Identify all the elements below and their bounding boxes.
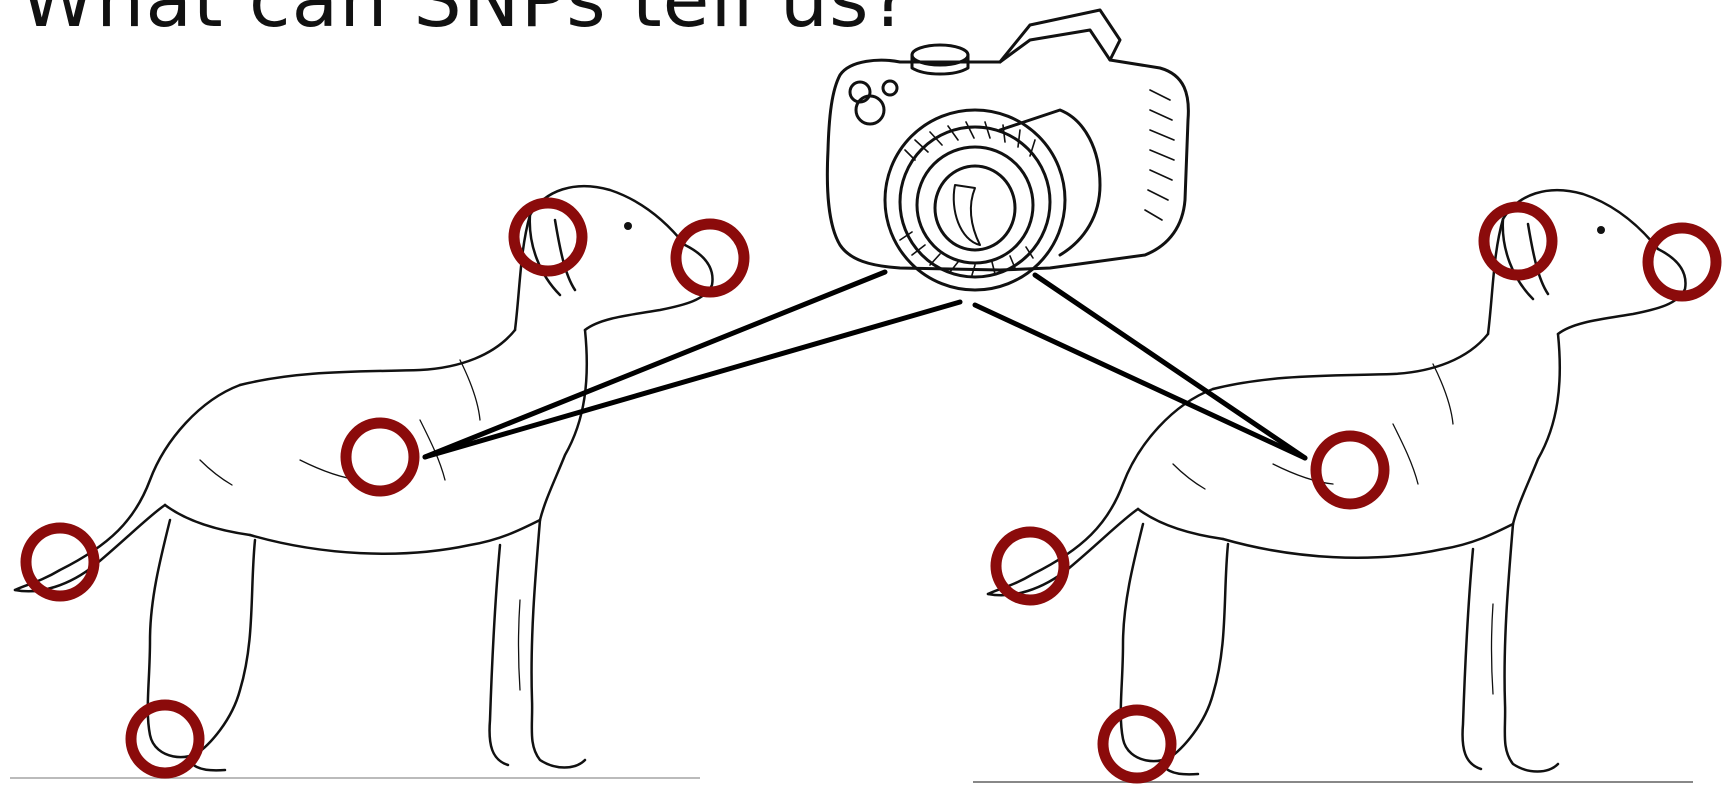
snp-marker-nose bbox=[1648, 228, 1716, 296]
snp-marker-paw bbox=[131, 705, 199, 773]
sight-line bbox=[1035, 275, 1305, 458]
snp-marker-ear bbox=[1484, 207, 1552, 275]
right-dog-snp-markers bbox=[996, 207, 1716, 778]
left-dog-snp-markers bbox=[26, 203, 744, 773]
snp-marker-body bbox=[346, 423, 414, 491]
sight-line bbox=[425, 272, 885, 457]
right-dog-illustration bbox=[973, 190, 1693, 782]
sight-line bbox=[425, 302, 960, 457]
snp-marker-nose bbox=[676, 224, 744, 292]
snp-marker-body bbox=[1316, 436, 1384, 504]
camera-illustration bbox=[827, 10, 1188, 290]
snp-marker-paw bbox=[1103, 710, 1171, 778]
camera-sight-lines bbox=[425, 272, 1305, 458]
